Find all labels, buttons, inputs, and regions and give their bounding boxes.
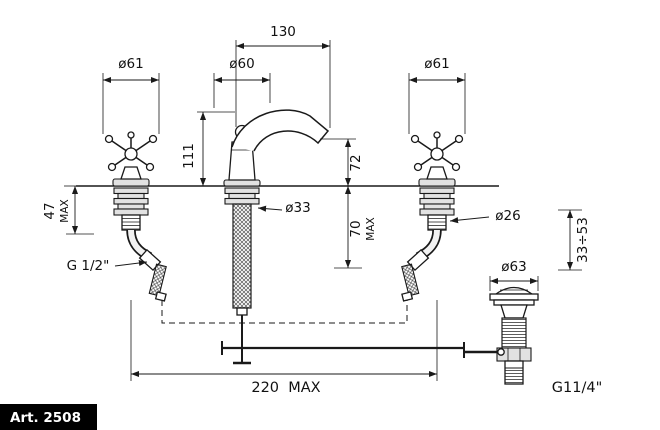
spout bbox=[223, 109, 330, 187]
pop-up-waste-assembly bbox=[463, 286, 539, 385]
dim-label-33-53: 33÷53 bbox=[575, 217, 591, 263]
label-inlet-thread: G 1/2" bbox=[67, 258, 110, 274]
dim-label-47-max: MAX bbox=[59, 199, 71, 222]
dim-label-130: 130 bbox=[270, 24, 296, 40]
dim-label-dia26: ø26 bbox=[495, 208, 520, 224]
dimension-dia60: ø60 bbox=[213, 56, 271, 108]
dimension-dia63: ø63 bbox=[489, 259, 539, 291]
left-valve-assembly bbox=[113, 187, 167, 302]
art-number-text: Art. 2508 bbox=[10, 410, 81, 426]
dimension-111: 111 bbox=[181, 111, 235, 186]
dim-label-dia61-right: ø61 bbox=[424, 56, 449, 72]
dimension-dia61-right: ø61 bbox=[408, 56, 466, 134]
dim-label-70-max: MAX bbox=[365, 217, 377, 240]
right-cross-handle bbox=[410, 131, 464, 187]
dim-label-dia60: ø60 bbox=[229, 56, 254, 72]
dimension-33-53: 33÷53 bbox=[558, 209, 591, 271]
right-flex-hose bbox=[401, 263, 420, 297]
dimension-dia26: ø26 bbox=[449, 208, 521, 224]
dim-label-dia63: ø63 bbox=[501, 259, 526, 275]
dim-label-220-max: 220 MAX bbox=[251, 380, 320, 396]
dimension-72: 72 bbox=[320, 138, 364, 186]
dimension-220-max: 220 MAX bbox=[130, 300, 438, 396]
dimension-dia33: ø33 bbox=[257, 200, 311, 216]
dim-label-dia61-left: ø61 bbox=[118, 56, 143, 72]
dim-label-72: 72 bbox=[348, 154, 364, 171]
hose-routing-dashed-line bbox=[161, 300, 408, 324]
art-number-badge: Art. 2508 bbox=[0, 404, 97, 430]
dim-label-70: 70 bbox=[348, 220, 364, 237]
dim-label-47: 47 bbox=[42, 202, 58, 219]
dim-label-111: 111 bbox=[181, 143, 197, 169]
dimension-inlet-thread: G 1/2" bbox=[67, 258, 148, 274]
label-drain-thread: G11/4" bbox=[552, 380, 602, 396]
dimension-130: 130 bbox=[235, 24, 331, 128]
spout-shank-assembly bbox=[221, 187, 464, 365]
left-flex-hose bbox=[148, 263, 167, 297]
left-cross-handle bbox=[104, 131, 158, 187]
right-valve-assembly bbox=[401, 187, 455, 302]
dimension-dia61-left: ø61 bbox=[102, 56, 160, 134]
dim-label-dia33: ø33 bbox=[285, 200, 310, 216]
dimension-70-max: 70 MAX bbox=[334, 186, 377, 269]
dimension-47-max: 47 MAX bbox=[42, 185, 94, 235]
